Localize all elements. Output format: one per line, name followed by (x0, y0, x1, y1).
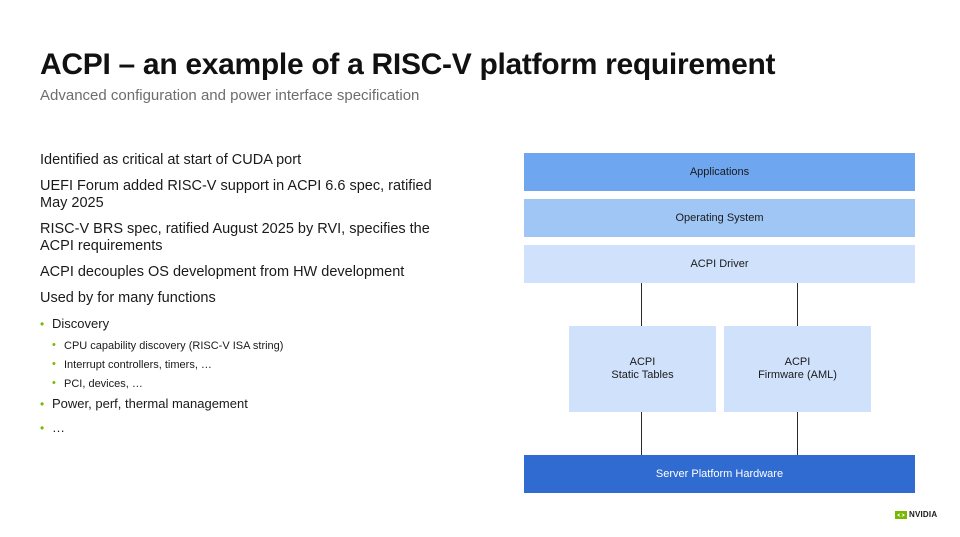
static-tables-label-line1: ACPI (629, 356, 656, 368)
bullet-dot-icon: • (40, 397, 45, 411)
subbullet-discovery: • Discovery (40, 316, 460, 332)
nvidia-logo-text: NVIDIA (909, 510, 938, 519)
connector-static-hardware (641, 412, 642, 455)
subbullet-power: • Power, perf, thermal management (40, 396, 460, 412)
acpi-driver-label: ACPI Driver (690, 257, 749, 270)
server-platform-hardware-label: Server Platform Hardware (655, 467, 784, 480)
subbullet-more-text: … (52, 420, 65, 435)
nvidia-eye-icon (895, 510, 907, 519)
applications-layer: Applications (524, 153, 915, 191)
bullet-uefi-forum: UEFI Forum added RISC-V support in ACPI … (40, 178, 432, 211)
bullet-list: Identified as critical at start of CUDA … (40, 152, 460, 443)
connector-driver-aml (797, 283, 798, 326)
subsubbullet-cpu-text: CPU capability discovery (RISC-V ISA str… (64, 340, 284, 352)
acpi-static-tables-box: ACPI Static Tables (569, 326, 716, 412)
bullet-brs-spec: RISC-V BRS spec, ratified August 2025 by… (40, 221, 430, 254)
bullet-dot-icon: • (52, 358, 56, 370)
bullet-dot-icon: • (52, 339, 56, 351)
bullet-critical: Identified as critical at start of CUDA … (40, 152, 302, 168)
bullet-used-by: Used by for many functions (40, 290, 216, 306)
nvidia-logo: NVIDIA (895, 510, 937, 519)
subbullet-more: • … (40, 420, 460, 436)
bullet-decouples: ACPI decouples OS development from HW de… (40, 264, 405, 280)
operating-system-layer: Operating System (524, 199, 915, 237)
acpi-driver-layer: ACPI Driver (524, 245, 915, 283)
subsubbullet-pci-text: PCI, devices, … (64, 378, 143, 390)
bullet-dot-icon: • (40, 421, 45, 435)
firmware-aml-label-line2: Firmware (AML) (758, 369, 837, 381)
server-platform-hardware-layer: Server Platform Hardware (524, 455, 915, 493)
slide-subtitle: Advanced configuration and power interfa… (40, 87, 420, 104)
subsubbullet-pci: • PCI, devices, … (40, 377, 460, 391)
subsubbullet-cpu: • CPU capability discovery (RISC-V ISA s… (40, 339, 460, 353)
slide-title: ACPI – an example of a RISC-V platform r… (40, 48, 776, 81)
bullet-dot-icon: • (52, 377, 56, 389)
applications-label: Applications (689, 165, 750, 178)
connector-driver-static (641, 283, 642, 326)
subbullet-power-text: Power, perf, thermal management (52, 396, 248, 411)
subbullet-discovery-text: Discovery (52, 316, 110, 331)
bullet-dot-icon: • (40, 317, 45, 331)
operating-system-label: Operating System (675, 211, 764, 224)
subsubbullet-interrupt-text: Interrupt controllers, timers, … (64, 359, 212, 371)
static-tables-label-line2: Static Tables (611, 369, 674, 381)
connector-aml-hardware (797, 412, 798, 455)
firmware-aml-label-line1: ACPI (784, 356, 811, 368)
subsubbullet-interrupt: • Interrupt controllers, timers, … (40, 358, 460, 372)
acpi-firmware-aml-box: ACPI Firmware (AML) (724, 326, 871, 412)
